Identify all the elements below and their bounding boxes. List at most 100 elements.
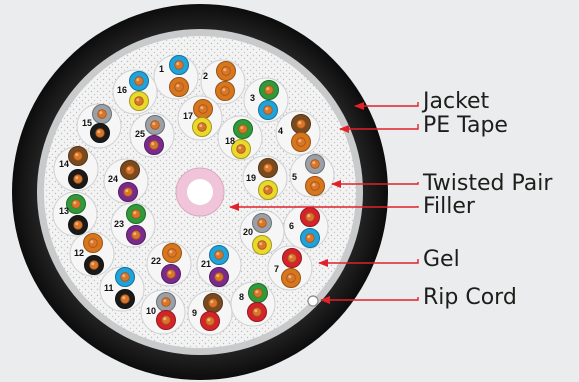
copper-core — [120, 294, 130, 304]
copper-core — [131, 209, 141, 219]
label-pe-tape: PE Tape — [423, 113, 508, 138]
copper-highlight — [136, 78, 140, 82]
copper-core — [197, 122, 207, 132]
copper-highlight — [223, 68, 227, 72]
copper-highlight — [133, 211, 137, 215]
copper-core — [167, 248, 177, 258]
copper-core — [257, 240, 267, 250]
copper-highlight — [97, 130, 101, 134]
pair-number: 1 — [159, 64, 164, 74]
copper-core — [305, 212, 315, 222]
copper-highlight — [312, 183, 316, 187]
copper-highlight — [307, 214, 311, 218]
copper-highlight — [90, 240, 94, 244]
copper-highlight — [133, 232, 137, 236]
copper-core — [161, 297, 171, 307]
copper-core — [264, 85, 274, 95]
copper-core — [310, 159, 320, 169]
copper-core — [221, 66, 231, 76]
twisted-pair-2: 2 — [200, 59, 246, 105]
copper-highlight — [176, 62, 180, 66]
copper-core — [120, 272, 130, 282]
pair-number: 8 — [239, 292, 244, 302]
copper-highlight — [266, 87, 270, 91]
filler-core — [187, 179, 213, 205]
pair-number: 13 — [59, 206, 69, 216]
twisted-pair-22: 22 — [146, 241, 192, 287]
twisted-pair-5: 5 — [289, 152, 335, 198]
twisted-pair-21: 21 — [196, 242, 242, 288]
copper-highlight — [207, 318, 211, 322]
twisted-pair-18: 18 — [217, 115, 263, 161]
copper-highlight — [298, 139, 302, 143]
label-rip-cord: Rip Cord — [423, 285, 517, 310]
copper-highlight — [73, 201, 77, 205]
copper-core — [257, 218, 267, 228]
copper-highlight — [238, 146, 242, 150]
copper-core — [166, 269, 176, 279]
label-filler: Filler — [423, 194, 476, 219]
twisted-pair-4: 4 — [275, 110, 321, 156]
copper-core — [253, 288, 263, 298]
copper-core — [238, 124, 248, 134]
copper-core — [123, 187, 133, 197]
callout-lines — [229, 102, 419, 304]
copper-core — [174, 60, 184, 70]
copper-core — [150, 120, 160, 130]
copper-core — [252, 307, 262, 317]
copper-core — [296, 137, 306, 147]
pair-number: 17 — [183, 111, 193, 121]
copper-core — [198, 104, 208, 114]
pair-number: 14 — [59, 159, 69, 169]
pair-number: 9 — [192, 308, 197, 318]
copper-core — [236, 144, 246, 154]
copper-core — [263, 185, 273, 195]
twisted-pair-1: 1 — [153, 54, 199, 100]
copper-core — [286, 273, 296, 283]
copper-core — [131, 230, 141, 240]
copper-core — [287, 253, 297, 263]
copper-highlight — [168, 271, 172, 275]
twisted-pair-24: 24 — [103, 158, 149, 204]
copper-highlight — [307, 235, 311, 239]
copper-highlight — [265, 165, 269, 169]
pair-number: 25 — [135, 129, 145, 139]
twisted-pair-3: 3 — [243, 77, 289, 123]
copper-core — [161, 315, 171, 325]
twisted-pair-20: 20 — [239, 209, 285, 255]
copper-highlight — [265, 107, 269, 111]
copper-core — [95, 128, 105, 138]
copper-highlight — [176, 84, 180, 88]
copper-highlight — [259, 242, 263, 246]
twisted-pair-9: 9 — [187, 290, 233, 336]
copper-core — [263, 163, 273, 173]
copper-highlight — [163, 317, 167, 321]
twisted-pair-10: 10 — [140, 289, 186, 335]
twisted-pair-11: 11 — [99, 266, 145, 312]
copper-highlight — [122, 274, 126, 278]
pair-number: 23 — [114, 219, 124, 229]
twisted-pair-23: 23 — [110, 202, 156, 248]
copper-highlight — [222, 88, 226, 92]
twisted-pair-6: 6 — [283, 204, 329, 250]
copper-core — [305, 233, 315, 243]
copper-highlight — [255, 290, 259, 294]
pair-number: 18 — [225, 136, 235, 146]
copper-highlight — [151, 142, 155, 146]
copper-highlight — [99, 111, 103, 115]
copper-core — [208, 298, 218, 308]
copper-core — [73, 220, 83, 230]
pair-number: 16 — [117, 85, 127, 95]
pe-tape-arrow — [339, 124, 419, 133]
copper-highlight — [127, 167, 131, 171]
copper-highlight — [240, 126, 244, 130]
twisted-pair-arrow — [331, 180, 419, 188]
copper-highlight — [136, 98, 140, 102]
twisted-pair-15: 15 — [76, 103, 122, 149]
pair-number: 6 — [289, 221, 294, 231]
copper-highlight — [289, 255, 293, 259]
copper-highlight — [122, 296, 126, 300]
twisted-pair-7: 7 — [267, 245, 313, 291]
copper-core — [134, 96, 144, 106]
twisted-pair-19: 19 — [242, 155, 288, 201]
